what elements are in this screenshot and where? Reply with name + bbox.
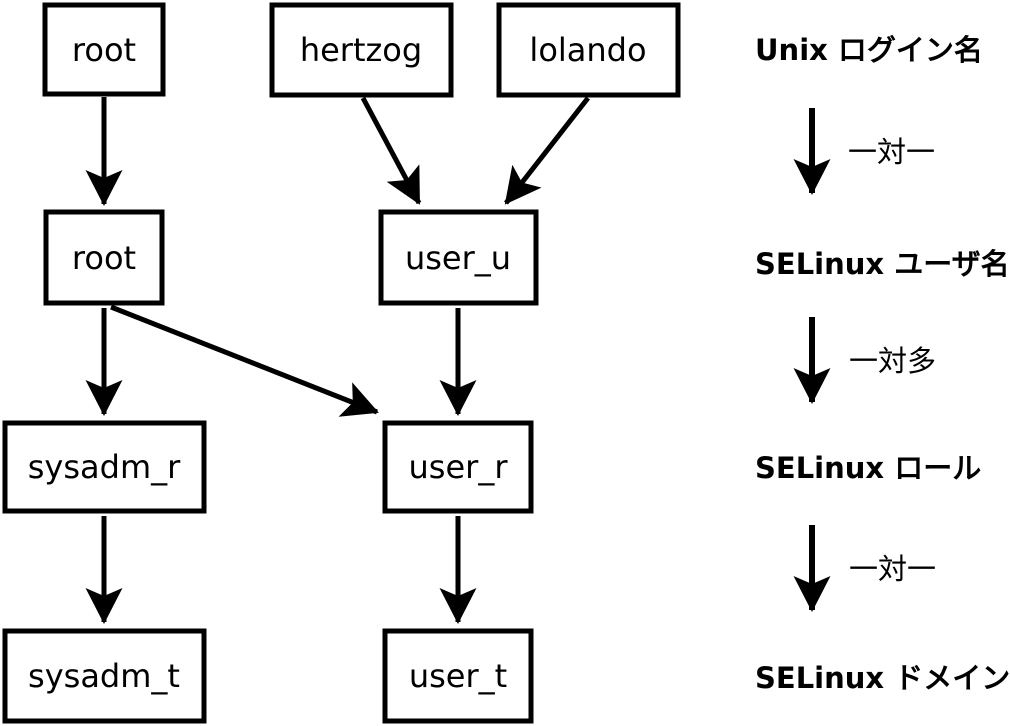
node-box bbox=[378, 209, 539, 306]
edge-hertzog-to-user-u bbox=[360, 96, 422, 205]
node-selinux-user-root: root bbox=[43, 209, 165, 306]
node-box bbox=[269, 2, 454, 98]
node-box bbox=[43, 209, 165, 306]
node-label: root bbox=[72, 31, 136, 69]
node-label: user_u bbox=[405, 239, 511, 277]
node-selinux-role-user-r: user_r bbox=[382, 420, 534, 514]
edge-selinux-root-to-user-r bbox=[110, 304, 379, 417]
node-selinux-role-sysadm-r: sysadm_r bbox=[2, 420, 207, 514]
node-selinux-domain-user-t: user_t bbox=[382, 628, 534, 724]
node-box bbox=[382, 628, 534, 724]
node-label: user_r bbox=[409, 448, 509, 486]
legend-level-selinux-domain: SELinux ドメイン bbox=[755, 661, 1010, 695]
node-selinux-user-user-u: user_u bbox=[378, 209, 539, 306]
node-selinux-domain-sysadm-t: sysadm_t bbox=[2, 628, 207, 724]
node-box bbox=[496, 2, 681, 98]
node-box bbox=[2, 420, 207, 514]
node-box bbox=[42, 2, 166, 97]
node-label: lolando bbox=[529, 31, 646, 69]
node-unix-login-hertzog: hertzog bbox=[269, 2, 454, 98]
node-unix-login-root: root bbox=[42, 2, 166, 97]
legend-relation-one-to-many: 一対多 bbox=[849, 344, 936, 378]
node-label: root bbox=[72, 239, 136, 277]
legend-level-unix-login-name: Unix ログイン名 bbox=[755, 33, 983, 67]
node-box bbox=[2, 628, 207, 724]
node-label: hertzog bbox=[300, 31, 422, 69]
legend-relation-one-to-one-2: 一対一 bbox=[849, 552, 936, 586]
node-label: sysadm_r bbox=[28, 448, 181, 486]
node-label: user_t bbox=[409, 657, 507, 695]
node-box bbox=[382, 420, 534, 514]
legend-level-selinux-role: SELinux ロール bbox=[755, 451, 981, 485]
legend-level-selinux-user-name: SELinux ユーザ名 bbox=[755, 247, 1010, 281]
node-label: sysadm_t bbox=[28, 657, 180, 695]
edge-lolando-to-user-u bbox=[504, 96, 590, 205]
legend-relation-one-to-one-1: 一対一 bbox=[848, 135, 935, 169]
node-unix-login-lolando: lolando bbox=[496, 2, 681, 98]
